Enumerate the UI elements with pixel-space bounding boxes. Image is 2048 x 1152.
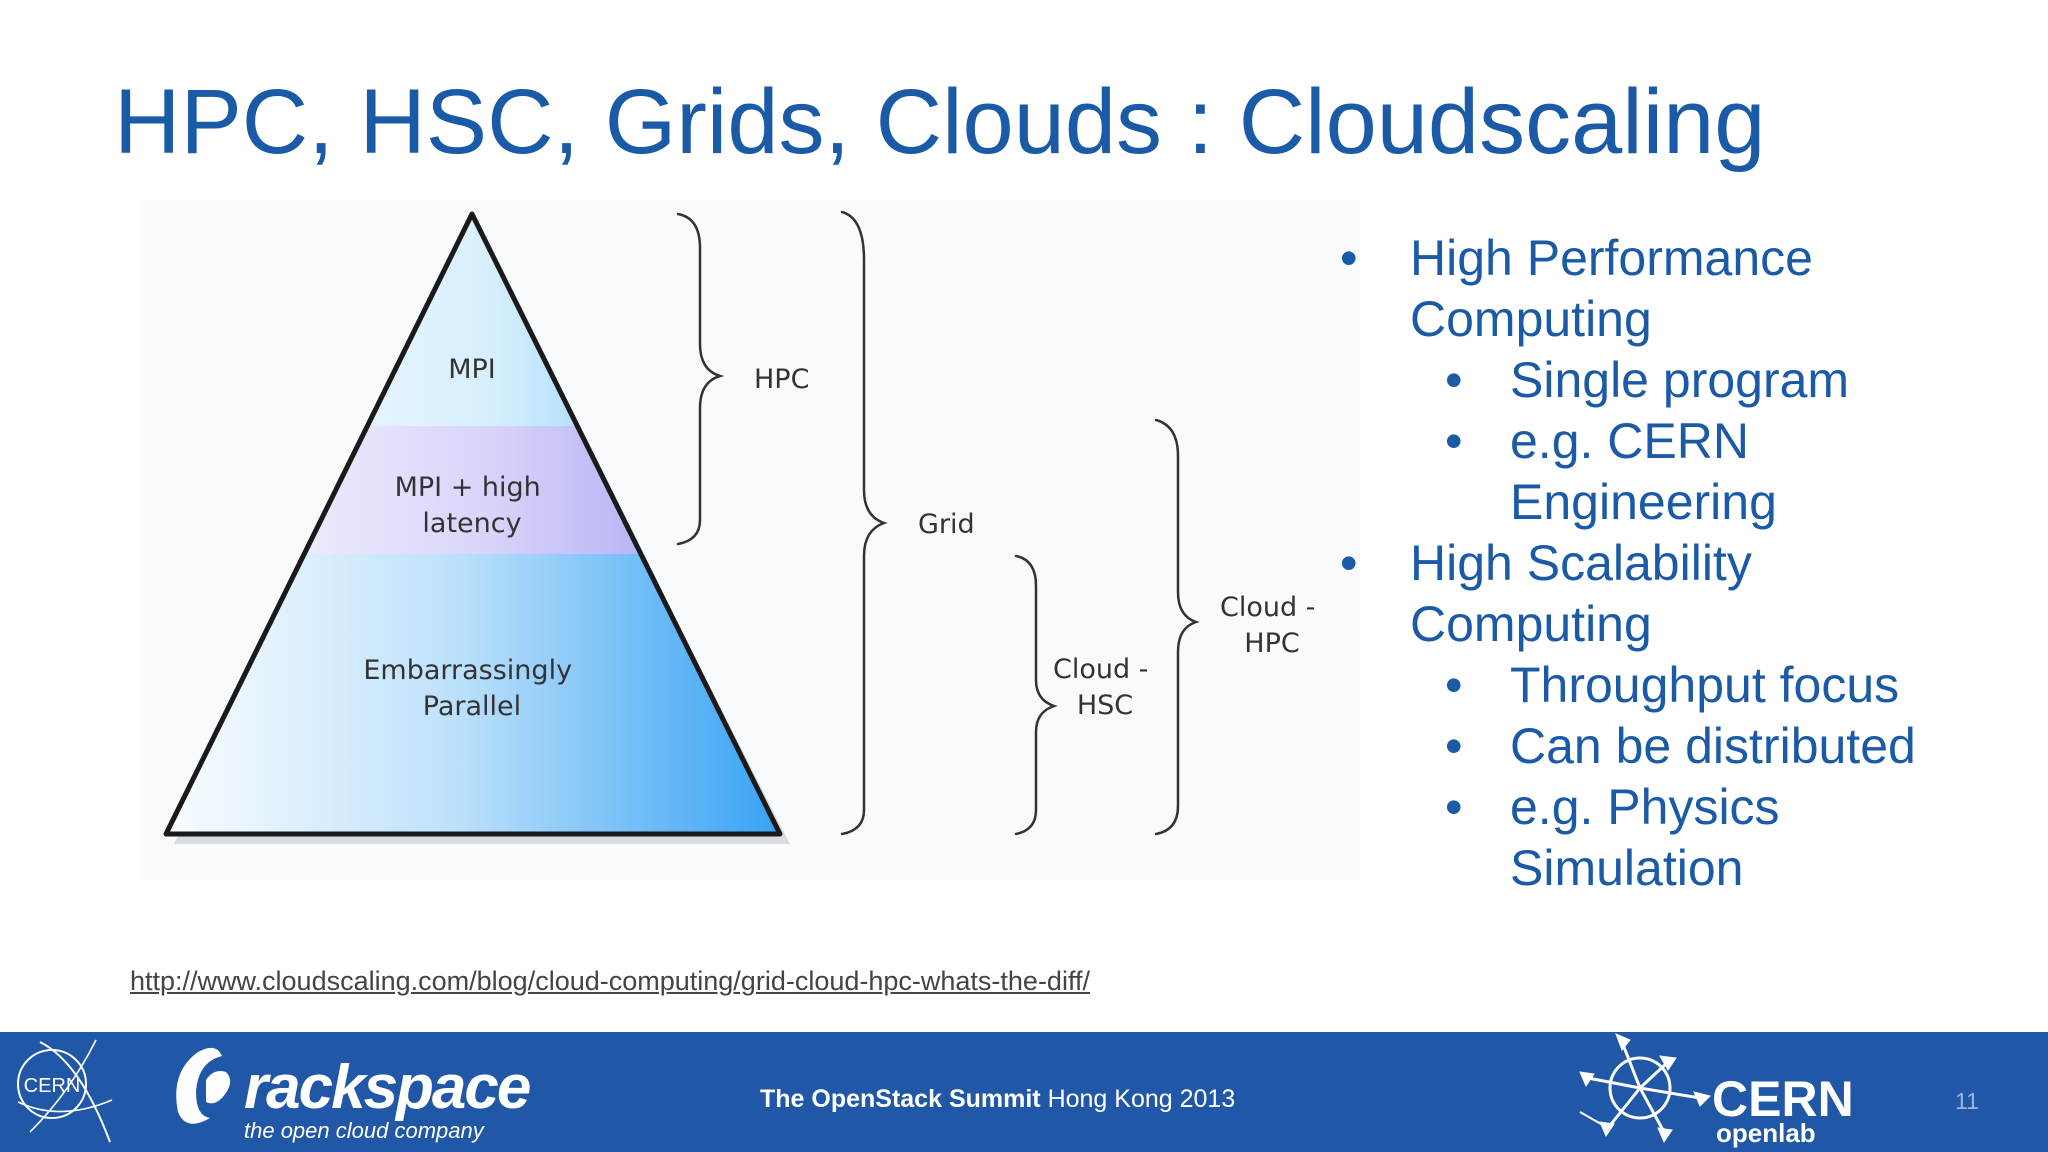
bullet-line: High Scalability: [1410, 535, 1752, 591]
label-cloud-hsc: Cloud - HSC: [1053, 654, 1157, 721]
bullet-line: e.g. Physics: [1510, 779, 1780, 835]
bullet-line: Simulation: [1510, 840, 1744, 896]
openlab-network-icon: [1579, 1033, 1711, 1144]
bullet-line: Throughput focus: [1510, 657, 1900, 713]
footer-event: The OpenStack Summit Hong Kong 2013: [760, 1085, 1235, 1114]
rackspace-logo-icon: [176, 1047, 231, 1124]
bullet-line: High Performance: [1410, 230, 1813, 286]
grid-brace: [840, 210, 888, 836]
footer-event-rest: Hong Kong 2013: [1040, 1085, 1236, 1113]
bullet-line: e.g. CERN: [1510, 413, 1749, 469]
bullet-dot: •: [1340, 230, 1358, 286]
label-hpc: HPC: [754, 364, 809, 395]
slide-title: HPC, HSC, Grids, Clouds : Cloudscaling: [114, 71, 1766, 173]
sub-bullet-item: • Single program: [1340, 350, 2040, 411]
bullet-line: Single program: [1510, 352, 1850, 408]
bullet-dot: •: [1445, 779, 1463, 835]
bullet-line: Computing: [1410, 291, 1652, 347]
label-cloud-hpc: Cloud - HPC: [1220, 592, 1324, 659]
cern-logo-icon: CERN: [17, 1039, 113, 1143]
pyramid-layer-top: [166, 214, 780, 426]
bullet-dot: •: [1340, 535, 1358, 591]
footer-event-bold: The OpenStack Summit: [760, 1085, 1041, 1113]
pyramid-label-mpi-high-latency: MPI + high latency: [395, 472, 550, 539]
rackspace-wordmark: rackspace: [244, 1053, 531, 1122]
hpc-brace-path: [676, 212, 725, 546]
bullet-dot: •: [1445, 718, 1463, 774]
cern-logo-text: CERN: [24, 1075, 81, 1097]
bullet-line: Computing: [1410, 596, 1652, 652]
source-link[interactable]: http://www.cloudscaling.com/blog/cloud-c…: [130, 966, 1090, 996]
openlab-cern-wordmark: CERN: [1712, 1071, 1854, 1127]
footer-logos: CERN: [17, 1033, 1711, 1144]
bullet-line: Can be distributed: [1510, 718, 1916, 774]
cloud-hpc-brace: [1154, 418, 1200, 836]
cloudscaling-diagram: MPI MPI + high latency Embarrassingly Pa…: [140, 200, 1360, 880]
bullet-dot: •: [1445, 352, 1463, 408]
pyramid-outline: [163, 211, 783, 837]
pyramid-label-mpi: MPI: [448, 354, 496, 385]
openlab-wordmark: openlab: [1716, 1118, 1816, 1148]
sub-bullet-item: • Throughput focus: [1340, 655, 2040, 716]
sub-bullet-item: • Can be distributed: [1340, 716, 2040, 777]
rackspace-tagline: the open cloud company: [244, 1118, 484, 1143]
cloud-hsc-brace: [1014, 554, 1058, 836]
pyramid-label-embarrassingly-parallel: Embarrassingly Parallel: [363, 655, 580, 722]
label-grid: Grid: [918, 509, 975, 540]
bullet-line: Engineering: [1510, 474, 1777, 530]
page-number: 11: [1955, 1088, 1979, 1114]
bullet-dot: •: [1445, 413, 1463, 469]
footer-bar: CERN: [0, 1032, 2048, 1152]
diagram-svg: MPI MPI + high latency Embarrassingly Pa…: [163, 210, 1324, 844]
bullet-dot: •: [1445, 657, 1463, 713]
